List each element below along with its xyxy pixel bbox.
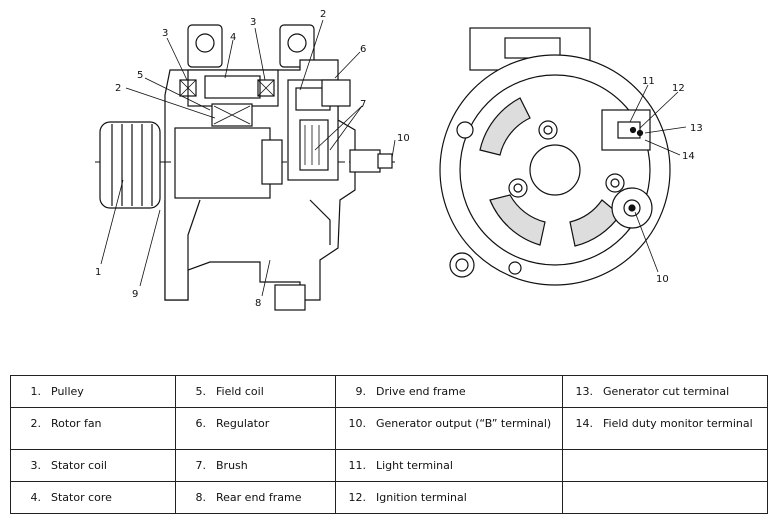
legend-number: 7. [195,459,207,472]
alternator-section-view [95,24,395,311]
callout-4: 4 [230,32,236,43]
legend-label: Field duty monitor terminal [603,417,753,430]
alternator-diagram: 1 2 2 3 3 4 5 6 7 8 9 10 10 11 12 13 14 [95,9,703,311]
callout-9: 9 [132,289,138,300]
callout-12: 12 [672,83,685,94]
parts-legend-table: 1.Pulley 5.Field coil 9.Drive end frame … [10,375,768,514]
callout-6: 6 [360,44,366,55]
callout-3-right: 3 [250,17,256,28]
legend-label: Drive end frame [376,385,466,398]
callout-10-left: 10 [397,133,410,144]
legend-number: 14. [575,417,594,430]
callout-labels-left: 1 2 2 3 3 4 5 6 7 8 9 10 [95,9,410,309]
legend-label: Regulator [216,417,270,430]
legend-row: 1.Pulley 5.Field coil 9.Drive end frame … [10,375,768,408]
legend-label: Generator cut terminal [603,385,730,398]
legend-number: 10. [348,417,367,430]
pulley [99,121,161,209]
callout-8: 8 [255,298,261,309]
callout-3-left: 3 [162,28,168,39]
callout-labels-right: 10 11 12 13 14 [642,76,703,285]
leader-lines [100,19,687,297]
legend-row: 3. Stator coil 7. Brush 11. Light terminal [10,449,768,482]
legend-row: 4. Stator core 8. Rear end frame 12. Igniti… [10,481,768,514]
callout-2-upper: 2 [320,9,326,20]
legend-label: Brush [216,459,248,472]
legend-label: Rotor fan [51,417,102,430]
legend-number: 9. [355,385,367,398]
callout-11: 11 [642,76,655,87]
legend-number: 1. [30,385,42,398]
legend-number: 2. [30,417,42,430]
callout-10-right: 10 [656,274,669,285]
legend-number: 6. [195,417,207,430]
legend-number: 13. [575,385,594,398]
callout-7: 7 [360,99,366,110]
legend-number: 11. [348,459,367,472]
legend-number: 8. [195,491,207,504]
legend-label: Stator coil [51,459,107,472]
callout-1: 1 [95,267,101,278]
legend-number: 12. [348,491,367,504]
legend-label: Rear end frame [216,491,302,504]
callout-2-lower: 2 [115,83,121,94]
callout-14: 14 [682,151,695,162]
legend-row: 2. Rotor fan 6. Regulator 10. Generator out… [10,407,768,450]
legend-label: Generator output (“B” terminal) [376,417,552,430]
legend-number: 4. [30,491,42,504]
legend-number: 3. [30,459,42,472]
callout-5: 5 [137,70,143,81]
legend-number: 5. [195,385,207,398]
alternator-rear-view [439,27,671,286]
legend-label: Ignition terminal [376,491,467,504]
legend-label: Stator core [51,491,112,504]
legend-label: Field coil [216,385,264,398]
legend-label: Light terminal [376,459,453,472]
callout-13: 13 [690,123,703,134]
legend-label: Pulley [51,385,84,398]
